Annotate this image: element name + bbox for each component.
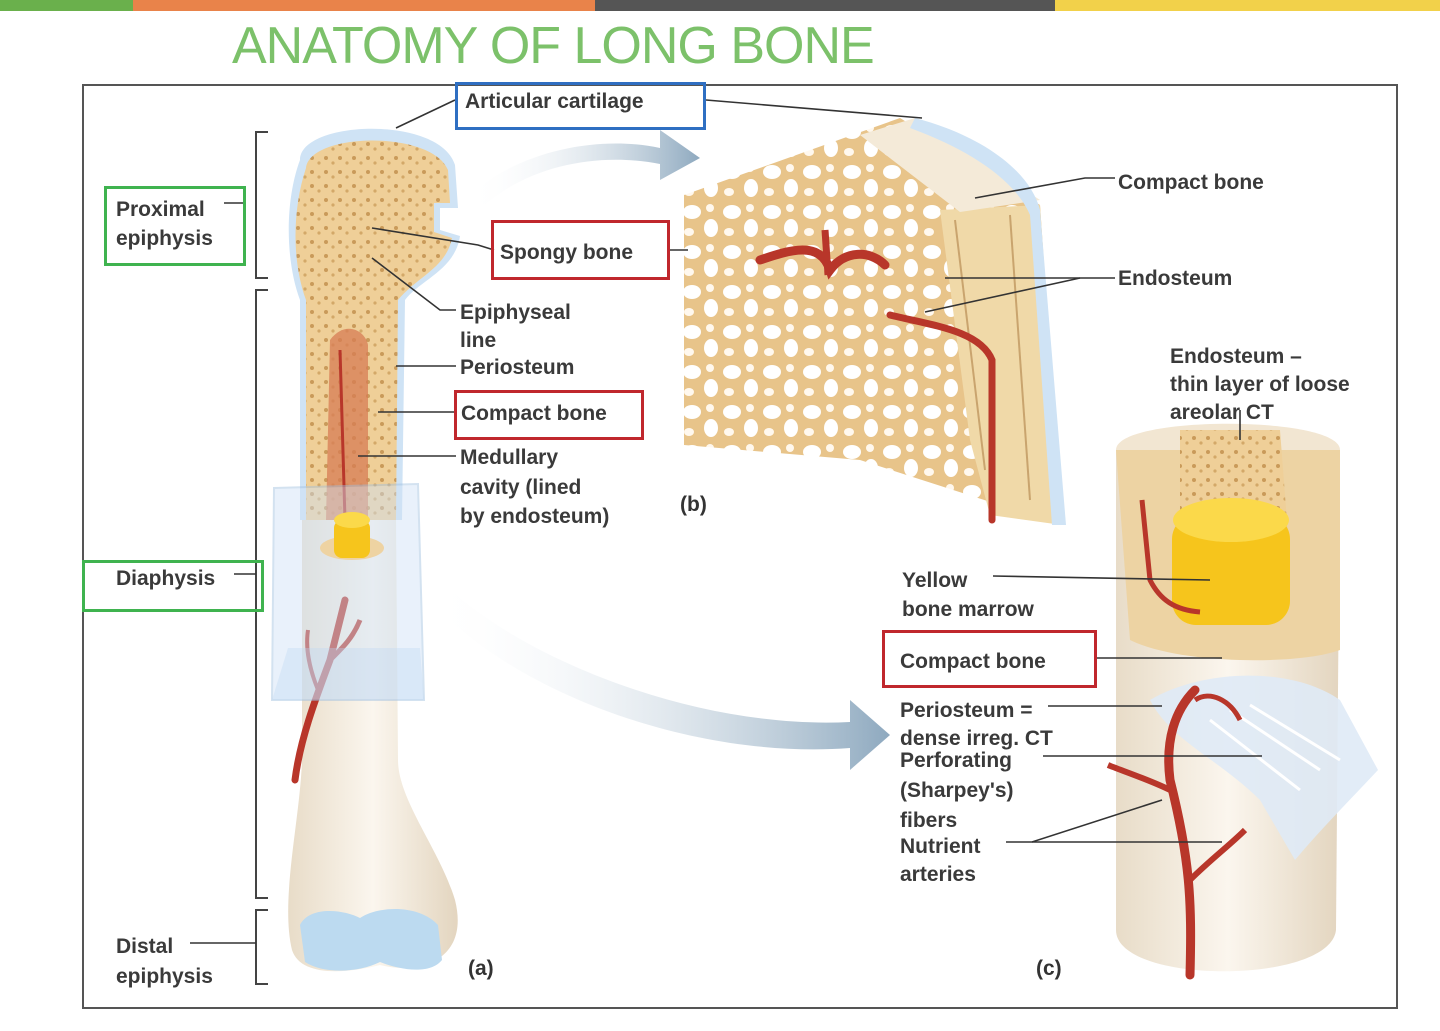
label-endosteum-c-3: areolar CT (1170, 401, 1274, 424)
label-medullary-2: cavity (lined (460, 476, 582, 499)
label-diaphysis: Diaphysis (116, 567, 216, 590)
brackets (255, 131, 268, 985)
panel-label-b: (b) (680, 493, 707, 516)
compact-bone-a-box (454, 390, 644, 440)
label-compact-bone-c: Compact bone (900, 650, 1046, 673)
long-bone-a (270, 128, 460, 972)
label-periosteum: Periosteum (460, 356, 575, 379)
top-bar-yellow (1055, 0, 1440, 11)
panel-label-c: (c) (1036, 957, 1062, 980)
label-endosteum-b: Endosteum (1118, 267, 1233, 290)
page-title: ANATOMY OF LONG BONE (232, 17, 875, 75)
top-bar-orange (133, 0, 595, 11)
label-compact-bone-a: Compact bone (461, 402, 607, 425)
label-compact-bone-b: Compact bone (1118, 171, 1264, 194)
label-epiphyseal-line-1: Epiphyseal (460, 301, 571, 324)
label-perforating-1: Perforating (900, 749, 1013, 772)
label-distal-epiphysis-1: Distal (116, 935, 174, 958)
label-medullary-3: by endosteum) (460, 505, 610, 528)
panel-label-a: (a) (468, 957, 494, 980)
label-medullary-1: Medullary (460, 446, 559, 469)
label-spongy-bone: Spongy bone (500, 241, 633, 264)
label-distal-epiphysis-2: epiphysis (116, 965, 213, 988)
compact-bone-c-box (882, 630, 1097, 688)
label-perforating-2: (Sharpey's) (900, 779, 1014, 802)
spongy-bone-box (491, 220, 670, 280)
label-proximal-epiphysis-1: Proximal (116, 198, 205, 221)
label-yellow-marrow-2: bone marrow (902, 598, 1034, 621)
label-yellow-marrow-1: Yellow (902, 569, 968, 592)
label-periosteum-c-1: Periosteum = (900, 699, 1033, 722)
label-endosteum-c-1: Endosteum – (1170, 345, 1302, 368)
label-epiphyseal-line-2: line (460, 329, 497, 352)
label-articular-cartilage: Articular cartilage (465, 90, 644, 113)
diagram-frame (82, 84, 1398, 1009)
proximal-epiphysis-box (104, 186, 246, 266)
label-nutrient-2: arteries (900, 863, 976, 886)
leader-lines (190, 99, 1262, 944)
articular-cartilage-box (455, 82, 706, 130)
bone-section-b (684, 118, 1066, 525)
label-endosteum-c-2: thin layer of loose (1170, 373, 1350, 396)
label-perforating-3: fibers (900, 809, 958, 832)
label-proximal-epiphysis-2: epiphysis (116, 227, 213, 250)
bone-section-c (1106, 423, 1378, 980)
top-bar-green (0, 0, 133, 11)
top-bar-gray (595, 0, 1055, 11)
label-nutrient-1: Nutrient (900, 835, 981, 858)
arrows (430, 130, 890, 770)
diaphysis-box (82, 560, 264, 612)
label-periosteum-c-2: dense irreg. CT (900, 727, 1053, 750)
